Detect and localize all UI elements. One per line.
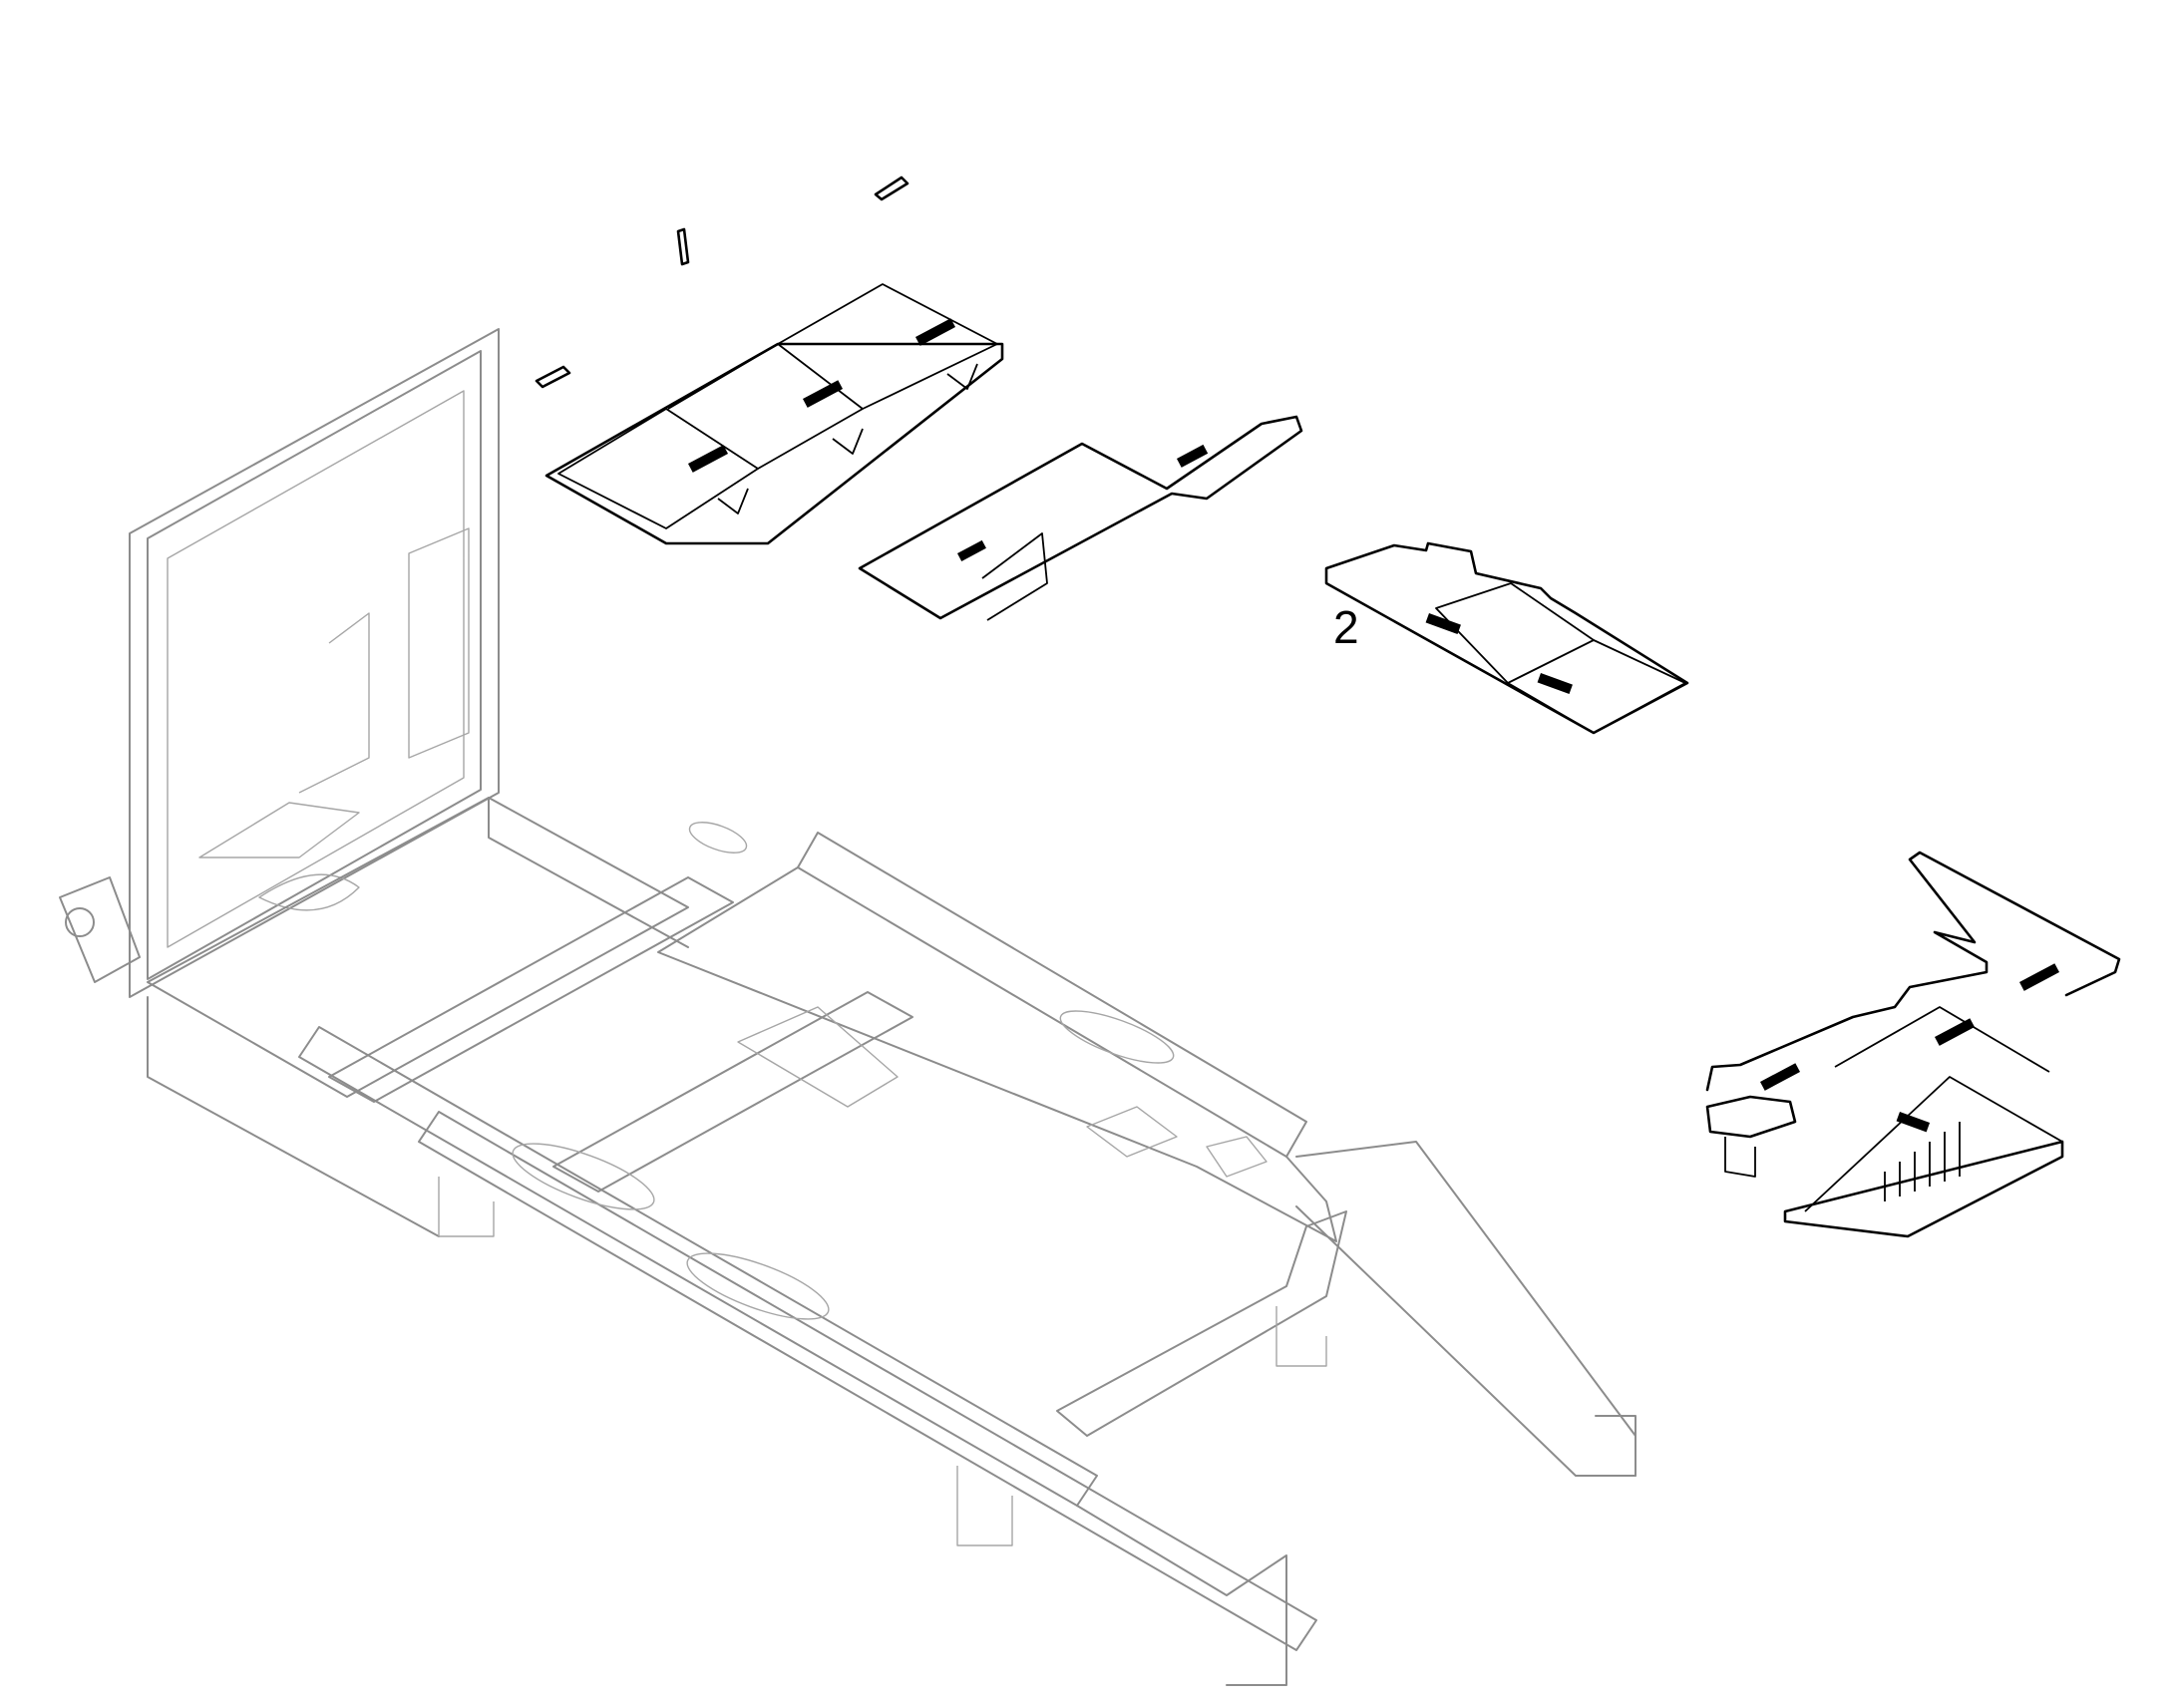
vehicle-chassis-frame xyxy=(59,328,1636,1686)
clip-part-2 xyxy=(535,365,571,389)
tray-part-2 xyxy=(1324,541,1689,735)
callout-label-2: 2 xyxy=(1333,601,1359,653)
tray-assembly-right xyxy=(1705,851,2121,1238)
tray-assembly-triple xyxy=(545,283,1004,545)
tray-long-center xyxy=(858,415,1303,621)
pin-part xyxy=(676,227,690,266)
clip-part-1 xyxy=(874,175,909,201)
